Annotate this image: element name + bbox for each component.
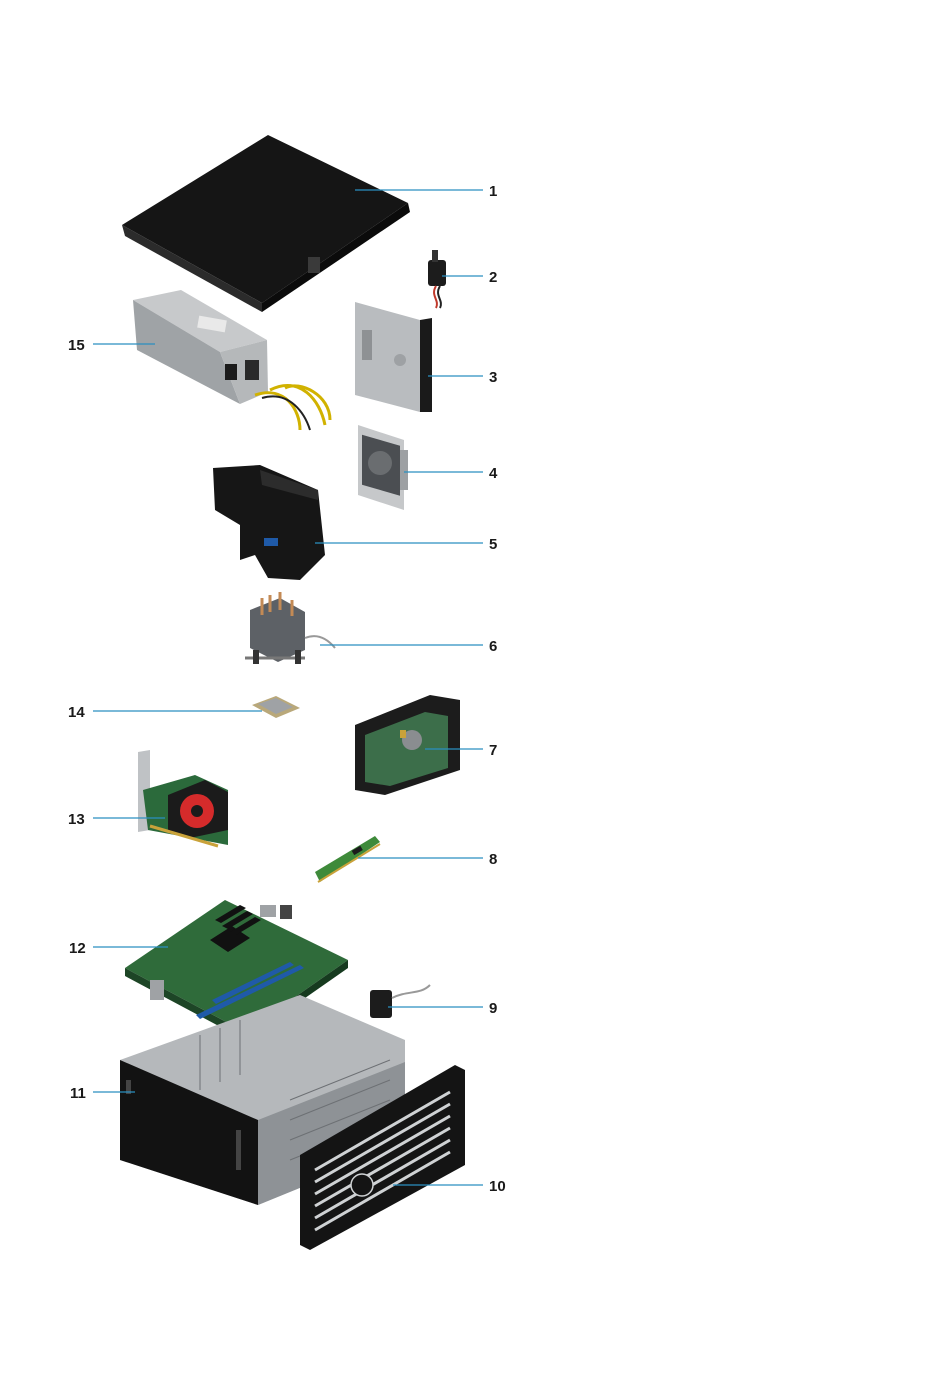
power-supply-part [133,290,330,430]
intrusion-switch-part [428,250,446,308]
callout-8: 8 [489,851,497,868]
side-cover-part [122,135,410,312]
callout-4: 4 [489,465,498,482]
callout-9: 9 [489,1000,497,1017]
drive-bracket-part [358,425,408,510]
callout-2: 2 [489,269,497,286]
hard-drive-part [355,695,460,795]
optical-drive-bracket-part [355,302,432,412]
callout-5: 5 [489,536,497,553]
callout-12: 12 [69,940,86,957]
callout-1: 1 [489,183,497,200]
callout-7: 7 [489,742,497,759]
callout-11: 11 [70,1085,86,1102]
fan-shroud-part [213,465,325,580]
callout-14: 14 [68,704,85,721]
callout-3: 3 [489,369,497,386]
callout-13: 13 [68,811,85,828]
memory-module-part [315,836,380,882]
heatsink-part [245,592,335,664]
power-button-part [370,985,430,1018]
callout-10: 10 [489,1178,506,1195]
callout-15: 15 [68,337,85,354]
processor-part [252,696,300,718]
graphics-card-part [138,750,228,846]
callout-6: 6 [489,638,497,655]
